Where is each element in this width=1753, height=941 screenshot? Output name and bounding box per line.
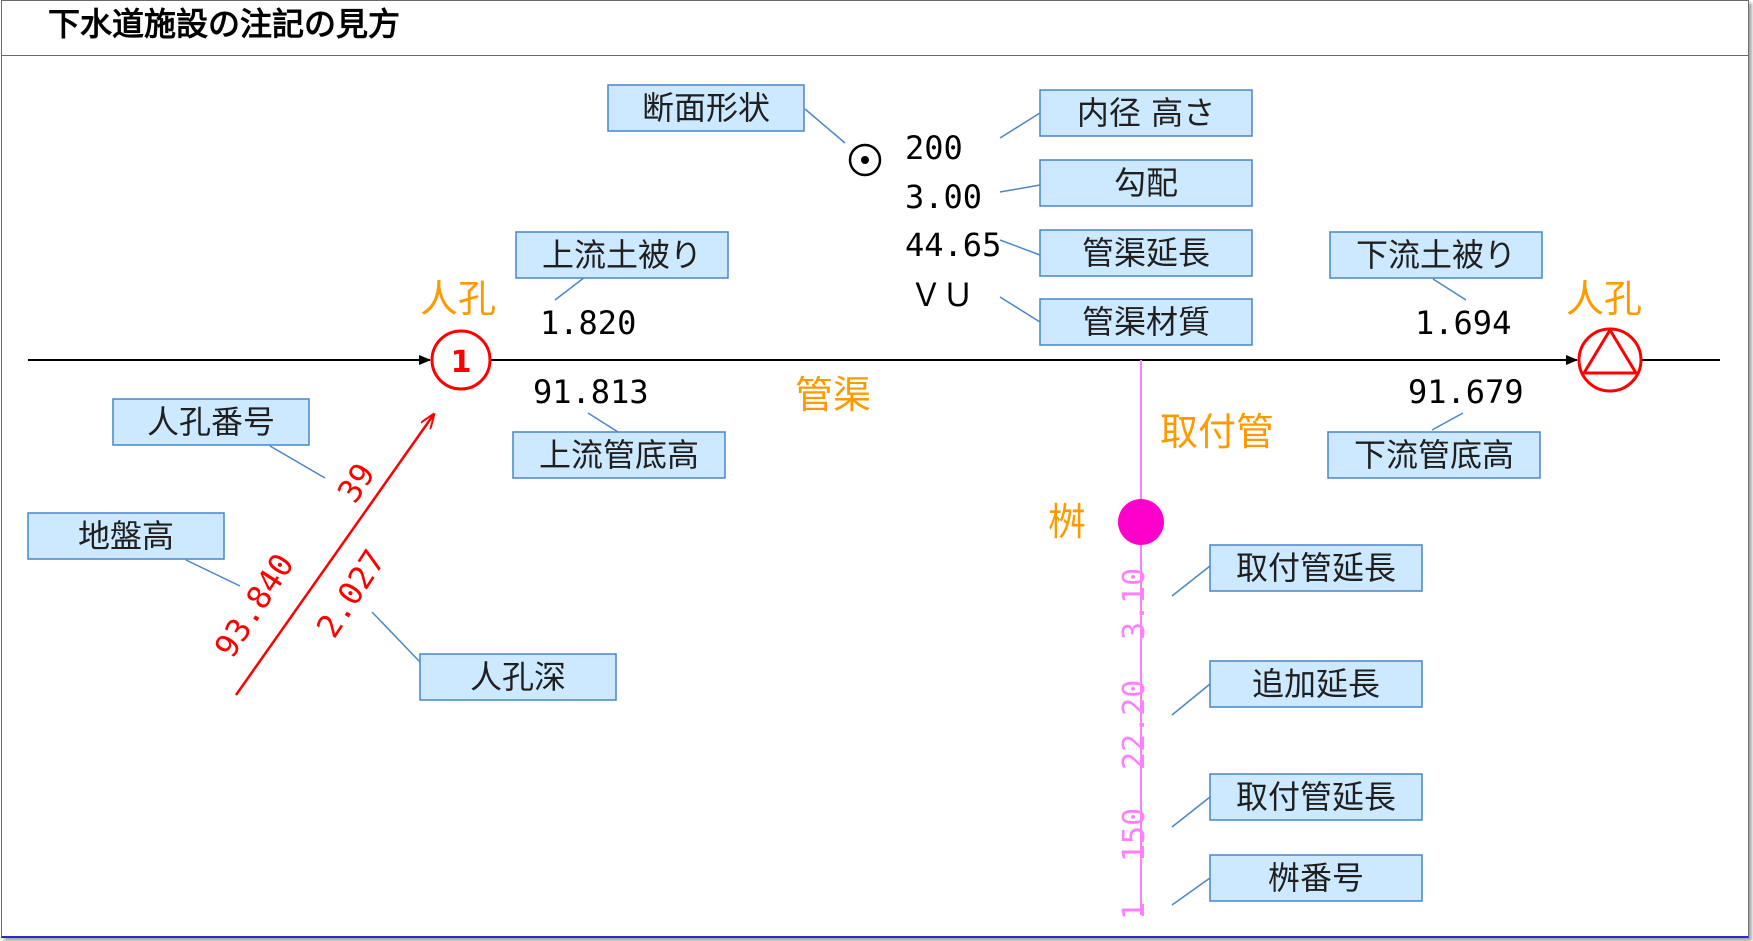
label-box-joryu-dokaburi: 上流土被り: [515, 231, 729, 279]
manhole-symbol-number: 1: [451, 345, 472, 380]
label-karyu-kanteidaka: 下流管底高: [1354, 436, 1514, 474]
label-box-masu-bango: 桝番号: [1209, 854, 1423, 902]
label-box-karyu-kanteidaka: 下流管底高: [1327, 431, 1541, 479]
label-joryu-dokaburi: 上流土被り: [542, 236, 702, 274]
label-tsuika-encho: 追加延長: [1252, 665, 1380, 703]
leader-jinko-bango: [269, 445, 326, 479]
label-karyu-dokaburi: 下流土被り: [1356, 236, 1516, 274]
label-box-tsuika-encho: 追加延長: [1209, 660, 1423, 708]
label-naikei: 内径 高さ: [1077, 94, 1215, 132]
label-box-danmen: 断面形状: [607, 84, 805, 132]
label-toritsuke-encho-2: 取付管延長: [1236, 778, 1396, 816]
term-basin: 桝: [1048, 500, 1086, 544]
value-up-cover: 1.820: [540, 304, 636, 342]
term-lateral: 取付管: [1160, 410, 1274, 454]
circle-dot-icon: [848, 143, 882, 177]
label-masu-bango: 桝番号: [1268, 859, 1364, 897]
numbered-circle-icon: 1: [430, 329, 492, 391]
label-jinko-bango: 人孔番号: [147, 403, 275, 441]
term-manhole-left: 人孔: [420, 277, 496, 321]
leader-kankyo-zaishitsu: [999, 296, 1041, 323]
leader-karyu-kanteidaka: [1431, 412, 1464, 431]
value-ground-elev: 93.840: [207, 547, 302, 665]
leader-naikei: [999, 112, 1041, 139]
leader-danmen: [804, 108, 846, 144]
leader-toritsuke-2: [1171, 796, 1211, 828]
label-toritsuke-encho-1: 取付管延長: [1236, 549, 1396, 587]
triangle-in-circle-icon: [1577, 327, 1643, 393]
value-basin-num: 1: [1117, 902, 1152, 920]
leader-lines: [185, 108, 1467, 906]
label-danmen: 断面形状: [642, 89, 770, 127]
label-box-jinko-fuka: 人孔深: [419, 653, 617, 701]
label-jibandaka: 地盤高: [78, 517, 174, 555]
leader-toritsuke-1: [1171, 565, 1211, 597]
term-pipe: 管渠: [795, 373, 871, 417]
label-kankyo-zaishitsu: 管渠材質: [1082, 303, 1210, 341]
label-joryu-kanteidaka: 上流管底高: [539, 436, 699, 474]
value-diameter: 200: [905, 129, 963, 167]
label-box-naikei: 内径 高さ: [1039, 89, 1253, 137]
filled-dot-icon: [1118, 499, 1164, 545]
leader-masu-bango: [1171, 877, 1211, 906]
label-box-toritsuke-encho-2: 取付管延長: [1209, 773, 1423, 821]
label-box-kankyo-zaishitsu: 管渠材質: [1039, 298, 1253, 346]
leader-jibandaka: [185, 559, 241, 587]
leader-kankyo-encho: [999, 239, 1041, 256]
title-bar: 下水道施設の注記の見方: [1, 0, 1749, 56]
term-manhole-right: 人孔: [1566, 277, 1642, 321]
value-down-cover: 1.694: [1415, 304, 1511, 342]
value-lat-len-1: 3.10: [1117, 568, 1152, 640]
page-title: 下水道施設の注記の見方: [48, 5, 401, 43]
label-box-karyu-dokaburi: 下流土被り: [1329, 231, 1543, 279]
leader-tsuika: [1171, 683, 1211, 716]
label-box-jibandaka: 地盤高: [27, 512, 225, 560]
label-jinko-fuka: 人孔深: [470, 658, 566, 696]
value-mh-number: 39: [330, 456, 383, 509]
label-box-jinko-bango: 人孔番号: [112, 398, 310, 446]
value-add-len: 22.20: [1117, 680, 1152, 770]
value-material: ＶＵ: [910, 276, 974, 314]
value-down-invert: 91.679: [1408, 373, 1524, 411]
value-up-invert: 91.813: [533, 373, 649, 411]
label-box-joryu-kanteidaka: 上流管底高: [512, 431, 726, 479]
leader-joryu-kanteidaka: [587, 412, 619, 433]
label-kankyo-encho: 管渠延長: [1082, 234, 1210, 272]
leader-joryu-dokaburi: [554, 276, 586, 301]
label-box-koubai: 勾配: [1039, 159, 1253, 207]
leader-koubai: [999, 184, 1041, 193]
label-box-toritsuke-encho-1: 取付管延長: [1209, 544, 1423, 592]
label-box-kankyo-encho: 管渠延長: [1039, 229, 1253, 277]
leader-karyu-dokaburi: [1432, 278, 1467, 301]
value-lat-len-2: 150: [1117, 808, 1152, 862]
leader-jinko-fuka: [371, 611, 421, 663]
manhole-leader-arrow: [234, 414, 434, 696]
value-slope: 3.00: [905, 178, 982, 216]
label-koubai: 勾配: [1114, 164, 1178, 202]
value-mh-depth: 2.027: [309, 543, 393, 644]
value-length: 44.65: [905, 226, 1001, 264]
